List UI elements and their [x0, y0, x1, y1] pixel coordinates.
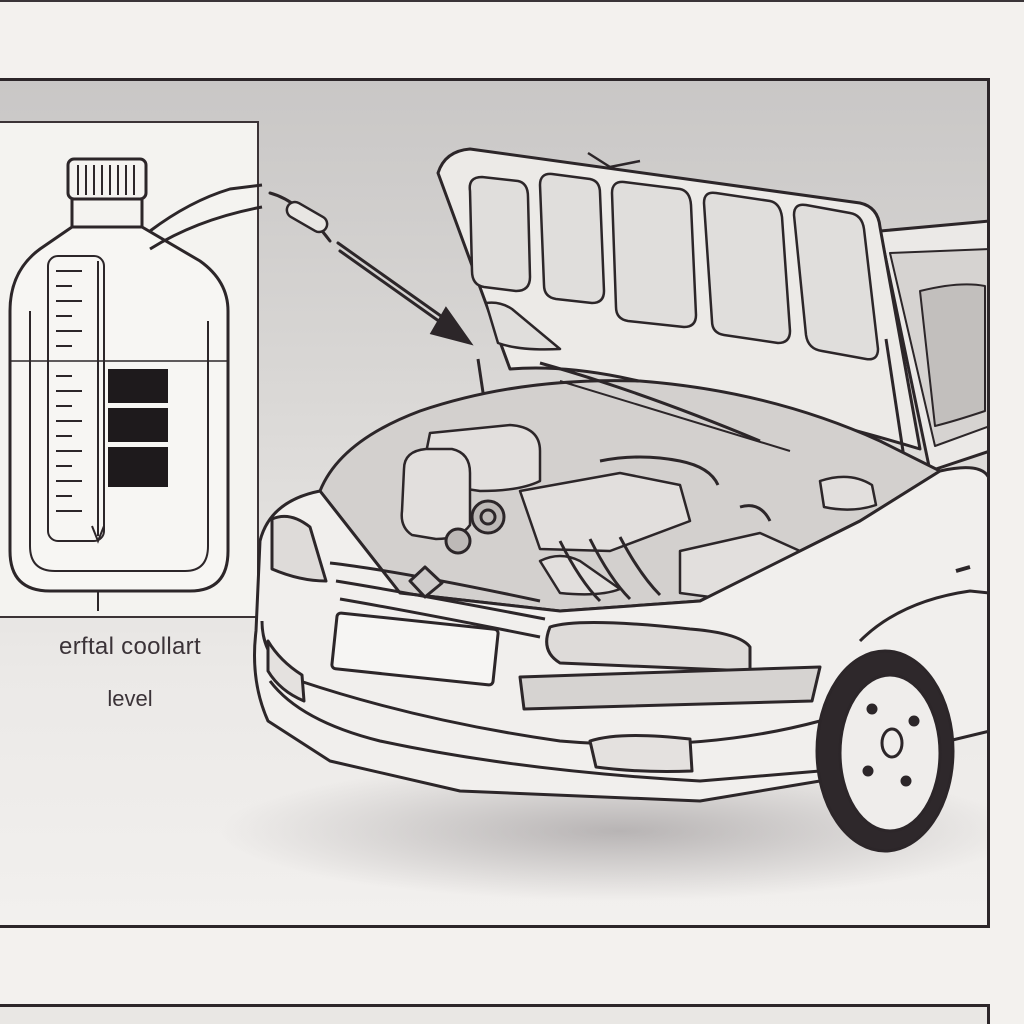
car-shadow [220, 761, 987, 901]
car-illustration [253, 147, 987, 803]
diagram-svg [8, 147, 987, 901]
pointer-arrow-icon [268, 191, 474, 346]
illustration-panel: erftal coollart level [0, 78, 990, 928]
page-rule-bottom [0, 1004, 990, 1024]
caption-line-1: erftal coollart [59, 633, 201, 660]
front-wheel-icon [815, 649, 955, 853]
coolant-level-blocks [108, 369, 168, 487]
page-rule-top [0, 0, 1024, 2]
jug-scale-icon [47, 255, 105, 542]
caption-line-2: level [107, 686, 153, 711]
level-block-mid [108, 408, 168, 442]
grille-icon [329, 561, 546, 639]
headlight-right-icon [545, 620, 752, 673]
fog-light-icon [588, 733, 694, 773]
level-block-high [108, 369, 168, 403]
jug-handle-icon [149, 183, 263, 233]
license-plate-icon [330, 611, 500, 687]
level-block-low [108, 447, 168, 487]
headlight-left-icon [270, 514, 328, 583]
coolant-caption: erftal coollart level [0, 621, 260, 725]
